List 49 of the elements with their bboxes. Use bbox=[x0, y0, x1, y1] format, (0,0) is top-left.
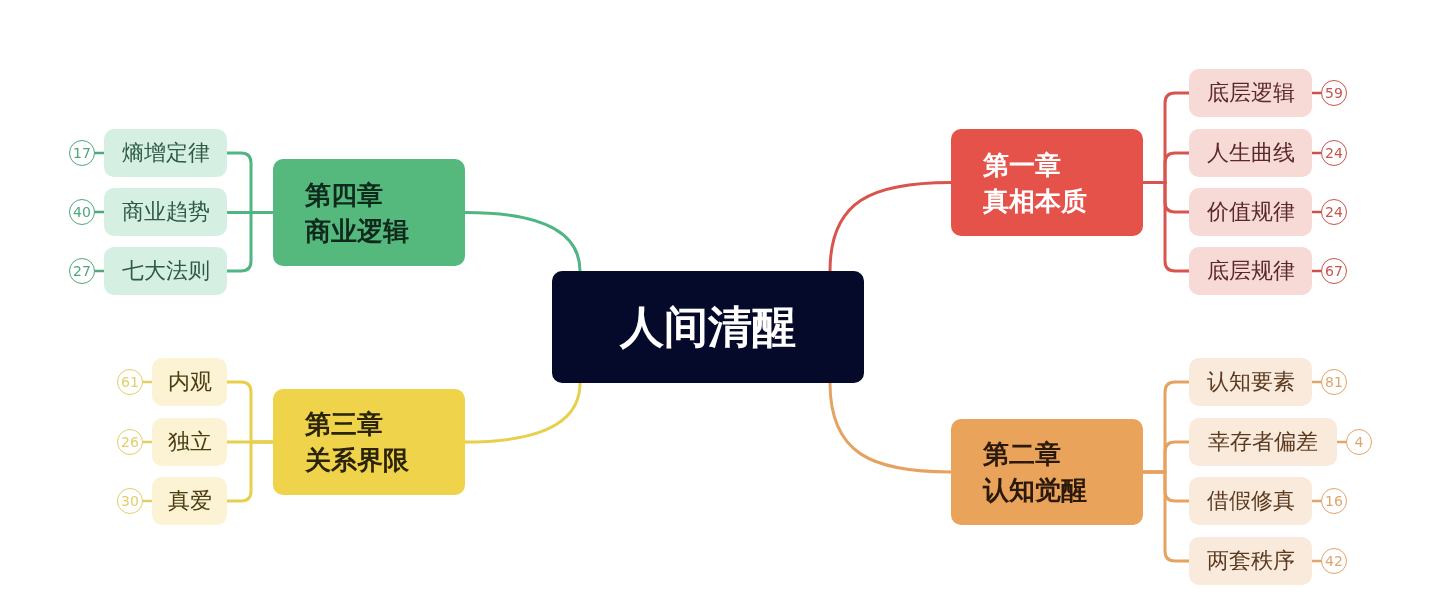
count-badge: 67 bbox=[1321, 258, 1347, 284]
chapter-number: 第四章 bbox=[305, 178, 384, 212]
topic-box: 底层逻辑 bbox=[1189, 69, 1312, 117]
count-badge: 24 bbox=[1321, 199, 1347, 225]
connector bbox=[1141, 181, 1191, 273]
chapter-number: 第二章 bbox=[983, 438, 1062, 471]
count-badge: 16 bbox=[1321, 488, 1347, 514]
topic-box: 真爱 bbox=[152, 477, 227, 525]
topic-box: 借假修真 bbox=[1189, 477, 1312, 525]
topic-box: 两套秩序 bbox=[1189, 537, 1312, 585]
chapter-title: 商业逻辑 bbox=[305, 214, 410, 248]
count-badge: 59 bbox=[1321, 80, 1347, 106]
count-badge: 4 bbox=[1346, 429, 1372, 455]
central-topic-box: 人间清醒 bbox=[552, 271, 864, 383]
count-badge: 17 bbox=[69, 140, 95, 166]
connector bbox=[225, 440, 275, 503]
count-badge: 24 bbox=[1321, 140, 1347, 166]
connector bbox=[828, 381, 953, 474]
topic-box: 七大法则 bbox=[104, 247, 227, 295]
topic-box: 认知要素 bbox=[1189, 358, 1312, 406]
chapter-box bbox=[273, 159, 465, 266]
connector bbox=[828, 181, 953, 273]
chapter-box bbox=[951, 419, 1143, 525]
topic-box: 价值规律 bbox=[1189, 188, 1312, 236]
topic-box: 熵增定律 bbox=[104, 129, 227, 177]
chapter-box bbox=[273, 389, 465, 495]
connector bbox=[463, 381, 582, 444]
count-badge: 40 bbox=[69, 199, 95, 225]
count-badge: 27 bbox=[69, 258, 95, 284]
connector bbox=[225, 211, 275, 273]
topic-box: 人生曲线 bbox=[1189, 129, 1312, 177]
chapter-number: 第一章 bbox=[983, 148, 1062, 182]
chapter-number: 第三章 bbox=[305, 408, 384, 441]
topic-box: 商业趋势 bbox=[104, 188, 227, 236]
connector bbox=[1141, 470, 1191, 563]
count-badge: 42 bbox=[1321, 548, 1347, 574]
count-badge: 30 bbox=[117, 488, 143, 514]
count-badge: 81 bbox=[1321, 369, 1347, 395]
topic-box: 幸存者偏差 bbox=[1189, 418, 1337, 466]
chapter-title: 真相本质 bbox=[983, 184, 1088, 218]
topic-box: 独立 bbox=[152, 418, 227, 466]
topic-box: 底层规律 bbox=[1189, 247, 1312, 295]
count-badge: 61 bbox=[117, 369, 143, 395]
topic-box: 内观 bbox=[152, 358, 227, 406]
chapter-box bbox=[951, 129, 1143, 236]
chapter-title: 关系界限 bbox=[305, 444, 410, 477]
connector bbox=[463, 211, 582, 273]
count-badge: 26 bbox=[117, 429, 143, 455]
chapter-title: 认知觉醒 bbox=[983, 474, 1088, 507]
